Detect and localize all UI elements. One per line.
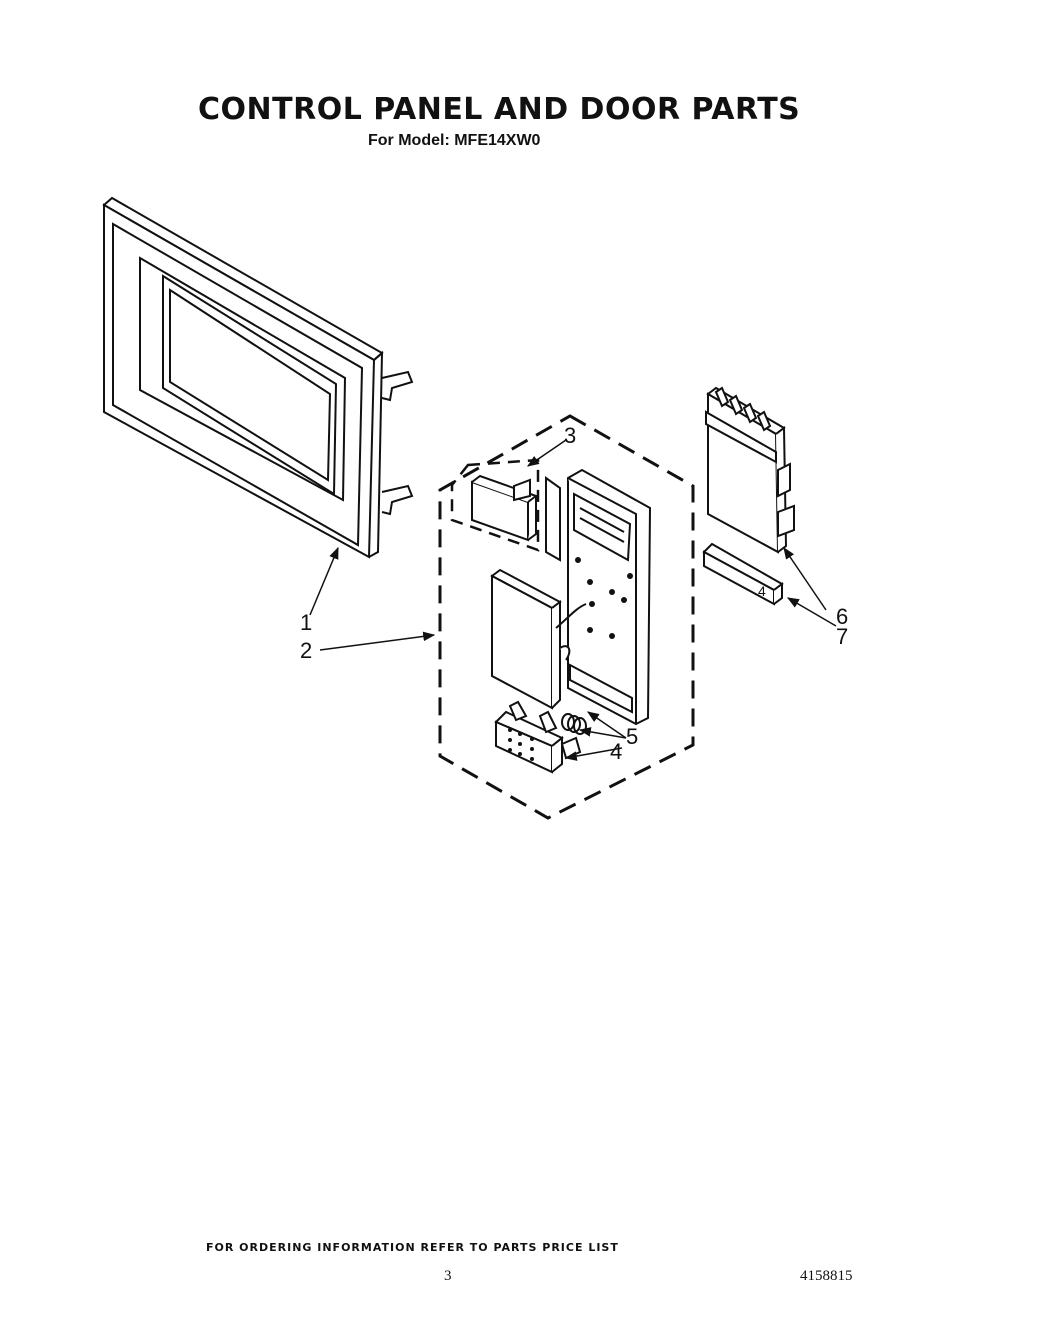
control-panel-frame <box>545 468 652 726</box>
page-number: 3 <box>444 1268 452 1284</box>
callout-1: 1 <box>300 610 312 635</box>
callout-2: 2 <box>300 638 312 663</box>
switch-block <box>471 474 539 542</box>
ordering-note: FOR ORDERING INFORMATION REFER TO PARTS … <box>206 1241 619 1254</box>
callout-6: 6 <box>836 604 848 629</box>
callout-5: 5 <box>626 724 638 749</box>
leader-lines <box>309 439 837 761</box>
model-subtitle: For Model: MFE14XW0 <box>368 132 541 149</box>
springs <box>561 713 587 735</box>
keypad-buttons <box>508 728 534 761</box>
circuit-board <box>705 386 795 554</box>
callout-3: 3 <box>564 423 576 448</box>
bracket-tag-label: 4 <box>758 583 766 599</box>
callout-7: 7 <box>836 624 848 649</box>
board-bracket <box>702 542 784 606</box>
panel-cover-plate <box>490 568 587 710</box>
door-assembly <box>102 196 414 559</box>
callout-4: 4 <box>610 739 622 764</box>
control-panel-assembly-boundary <box>438 414 695 820</box>
panel-screw-holes <box>575 557 633 639</box>
document-number: 4158815 <box>800 1268 853 1284</box>
keypad-base <box>494 700 582 774</box>
page-title: CONTROL PANEL AND DOOR PARTS <box>198 92 801 127</box>
